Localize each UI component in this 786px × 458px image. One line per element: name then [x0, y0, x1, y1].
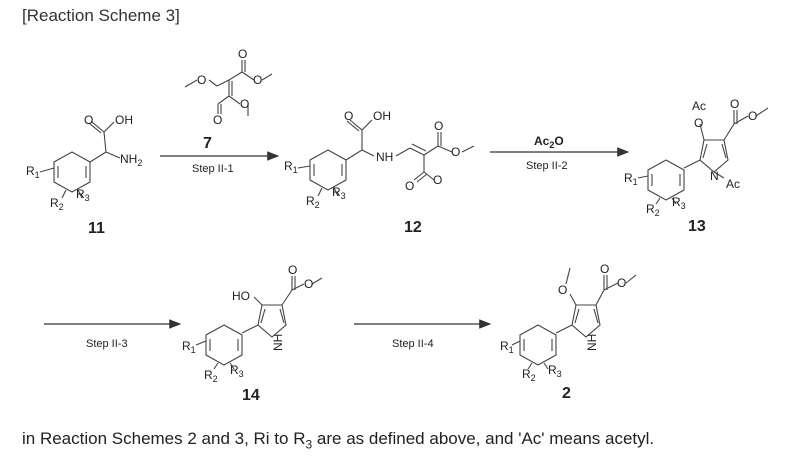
atom-r2: R2 [306, 194, 320, 210]
atom-o: O [748, 109, 757, 123]
atom-o: O [433, 173, 442, 187]
atom-o: O [451, 145, 460, 159]
atom-o: O [694, 116, 703, 130]
atom-o: O [238, 47, 247, 61]
step-3-label: Step II-3 [86, 338, 128, 350]
reagent-7-structure [184, 60, 273, 116]
compound-2-structure [511, 267, 637, 370]
atom-r1: R1 [500, 339, 514, 355]
atom-o: O [288, 263, 297, 277]
atom-o: O [617, 276, 626, 290]
atom-r3: R3 [76, 187, 90, 203]
atom-o: O [253, 73, 262, 87]
step-1-label: Step II-1 [192, 163, 234, 175]
atom-r3: R3 [230, 363, 244, 379]
atom-o: O [213, 113, 222, 127]
compound-2-label: 2 [562, 385, 571, 402]
atom-r2: R2 [646, 202, 660, 218]
compound-13-label: 13 [688, 218, 706, 235]
atom-o: O [600, 262, 609, 276]
compound-7-label: 7 [203, 135, 212, 152]
compound-12-structure [297, 119, 475, 197]
atom-o: O [405, 179, 414, 193]
atom-ho: HO [232, 289, 250, 303]
atom-pyrrole-nh: NH [271, 334, 285, 351]
atom-r3: R3 [548, 363, 562, 379]
step-2-label: Step II-2 [526, 160, 568, 172]
atom-nh2: NH2 [120, 152, 142, 168]
atom-r3: R3 [332, 185, 346, 201]
compound-11-structure [39, 121, 121, 199]
atom-ac: Ac [692, 99, 706, 113]
atom-o: O [434, 119, 443, 133]
atom-r2: R2 [204, 368, 218, 384]
compound-11-label: 11 [88, 220, 105, 237]
scheme-heading: [Reaction Scheme 3] [22, 6, 180, 25]
atom-r1: R1 [624, 171, 638, 187]
atom-o: O [558, 283, 567, 297]
atom-o: O [730, 97, 739, 111]
step-4-label: Step II-4 [392, 338, 434, 350]
atom-ac: Ac [726, 177, 740, 191]
atom-o: O [304, 277, 313, 291]
atom-o: O [240, 97, 249, 111]
atom-r2: R2 [50, 196, 64, 212]
compound-13-structure [637, 107, 769, 205]
atom-r2: R2 [522, 367, 536, 383]
atom-r1: R1 [26, 164, 40, 180]
atom-oh: OH [373, 109, 391, 123]
atom-r1: R1 [284, 159, 298, 175]
atom-r1: R1 [182, 339, 196, 355]
atom-n: N [710, 169, 719, 183]
atom-nh: NH [376, 150, 393, 164]
reagent-ac2o: Ac2O [534, 134, 564, 150]
compound-12-label: 12 [404, 219, 422, 236]
footnote: in Reaction Schemes 2 and 3, Ri to R3 ar… [22, 429, 655, 452]
compound-14-label: 14 [242, 387, 260, 404]
atom-r3: R3 [672, 195, 686, 211]
compound-14-structure [195, 276, 323, 370]
atom-oh: OH [115, 113, 133, 127]
atom-o: O [197, 73, 206, 87]
atom-o: O [84, 113, 93, 127]
atom-pyrrole-nh: NH [585, 334, 599, 351]
atom-o: O [344, 109, 353, 123]
